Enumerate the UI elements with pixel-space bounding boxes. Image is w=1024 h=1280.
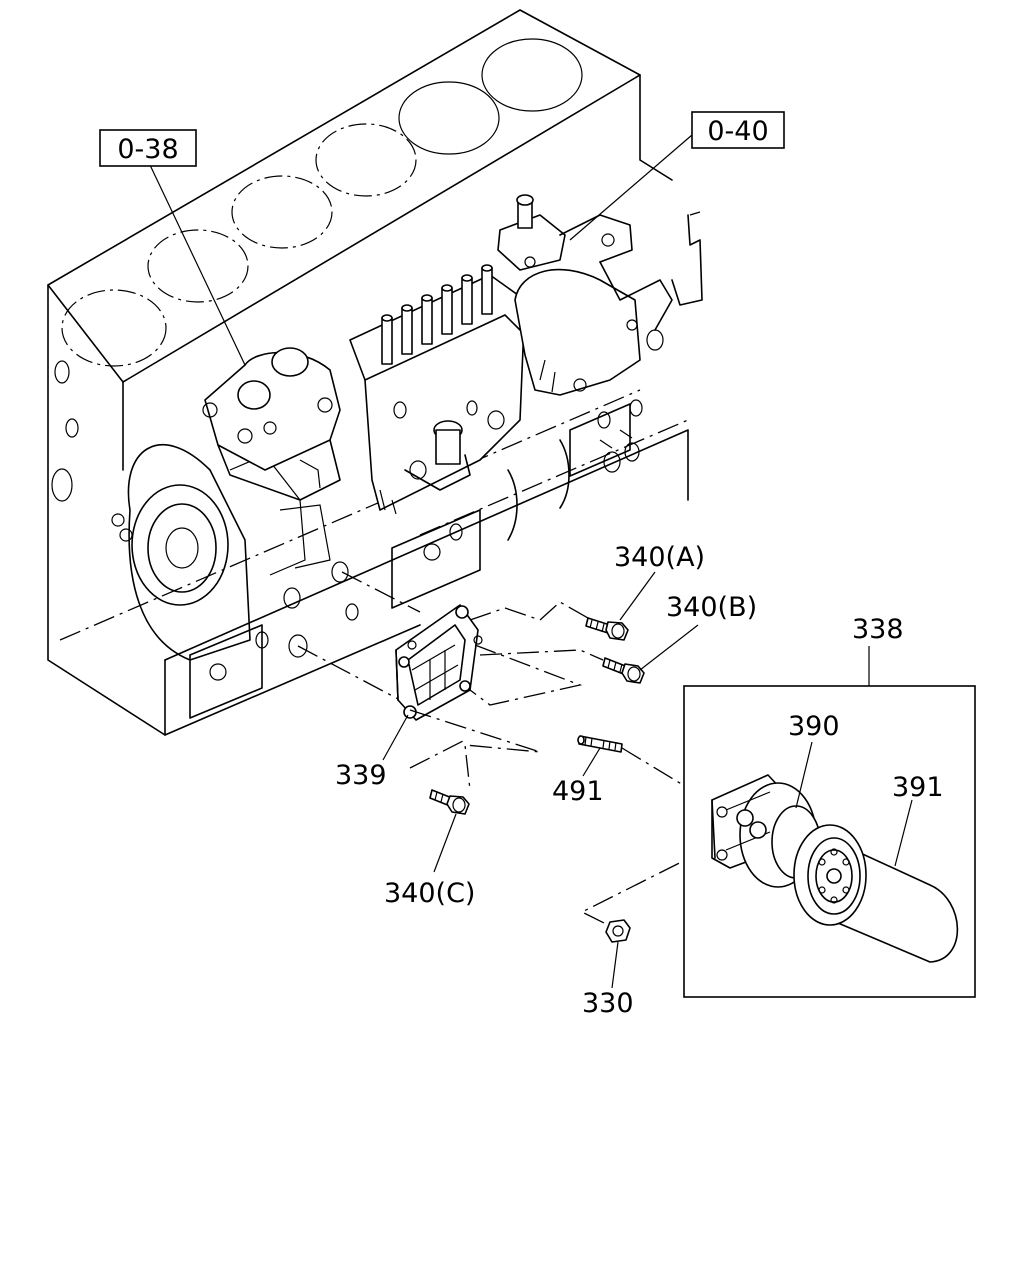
- stud-491[interactable]: [577, 735, 623, 753]
- part-label-340a: 340(A): [614, 542, 705, 573]
- callout-leaders: [149, 134, 913, 989]
- injection-pump: [349, 264, 526, 515]
- part-label-340c: 340(C): [384, 878, 475, 909]
- ref-box-0-38[interactable]: 0-38: [99, 129, 197, 167]
- part-label-339: 339: [335, 760, 387, 791]
- bolt-340a[interactable]: [585, 617, 629, 641]
- filter-adapter-339[interactable]: [395, 604, 483, 721]
- part-label-390: 390: [788, 711, 840, 742]
- filter-head-390[interactable]: [711, 774, 821, 888]
- timing-cover: [127, 443, 331, 661]
- governor-assembly: [497, 194, 703, 396]
- bolt-340b[interactable]: [602, 657, 645, 684]
- part-label-340b: 340(B): [666, 592, 757, 623]
- part-label-491: 491: [552, 776, 604, 807]
- nut-330[interactable]: [605, 919, 631, 943]
- assembly-leaders: [409, 601, 746, 926]
- engine-block: [47, 9, 689, 736]
- part-label-330: 330: [582, 988, 634, 1019]
- bolt-340c[interactable]: [429, 789, 470, 815]
- part-label-391: 391: [892, 772, 944, 803]
- filter-cartridge-391[interactable]: [793, 824, 959, 963]
- air-compressor: [202, 347, 341, 501]
- ref-label-0-38: 0-38: [117, 134, 178, 165]
- ref-box-0-40[interactable]: 0-40: [691, 111, 785, 149]
- ref-label-0-40: 0-40: [707, 116, 768, 147]
- part-label-338: 338: [852, 614, 904, 645]
